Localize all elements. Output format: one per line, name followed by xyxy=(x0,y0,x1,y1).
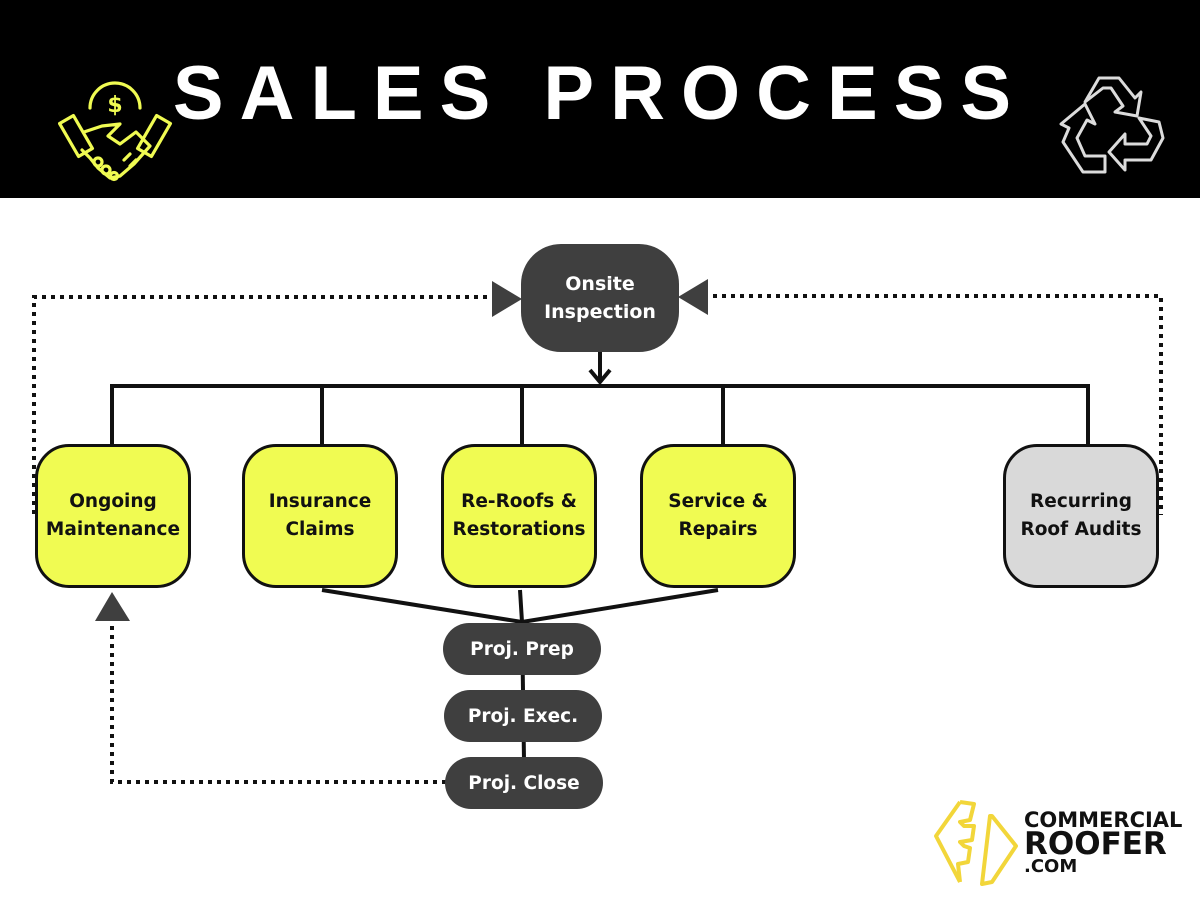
node-label-line2: Inspection xyxy=(544,301,656,323)
node-label-line2: Maintenance xyxy=(45,519,181,540)
node-label-line2: Claims xyxy=(285,519,355,540)
recycle-icon xyxy=(1059,76,1165,174)
node-label-line1: Recurring xyxy=(1030,491,1132,512)
page-title: SALES PROCESS xyxy=(172,51,1028,136)
node-label-line2: Repairs xyxy=(678,519,758,540)
node-onsite-inspection: Onsite Inspection xyxy=(521,244,679,352)
logo-text-roofer: ROOFER xyxy=(1024,826,1167,862)
merge-service xyxy=(521,588,719,624)
node-service-repairs: Service & Repairs xyxy=(640,444,796,588)
svg-text:$: $ xyxy=(107,93,122,118)
merge-insurance xyxy=(321,588,523,624)
node-label-line2: Roof Audits xyxy=(1020,519,1142,540)
node-proj-prep: Proj. Prep xyxy=(443,623,601,675)
node-label-line1: Ongoing xyxy=(69,491,157,512)
onsite-down-arrowhead xyxy=(588,368,612,386)
merge-reroofs xyxy=(518,589,524,623)
node-proj-exec: Proj. Exec. xyxy=(444,690,602,742)
node-recurring-roof-audits: Recurring Roof Audits xyxy=(1003,444,1159,588)
category-bus xyxy=(110,384,1090,445)
node-label-line1: Service & xyxy=(668,491,768,512)
arrow-into-onsite-right xyxy=(678,279,708,315)
node-ongoing-maintenance: Ongoing Maintenance xyxy=(35,444,191,588)
dotted-loop-right xyxy=(704,294,1163,515)
roof-logo-icon xyxy=(934,800,1018,886)
node-proj-close: Proj. Close xyxy=(445,757,603,809)
node-label-line1: Insurance xyxy=(268,491,372,512)
arrow-into-onsite-left xyxy=(492,281,522,317)
node-label-line1: Onsite xyxy=(565,273,635,295)
header-banner: SALES PROCESS $ xyxy=(0,0,1200,198)
handshake-dollar-icon: $ xyxy=(58,81,173,182)
dotted-loop-bottom xyxy=(110,620,446,784)
node-label-line1: Re-Roofs & xyxy=(461,491,577,512)
node-reroofs-restorations: Re-Roofs & Restorations xyxy=(441,444,597,588)
node-label-line2: Restorations xyxy=(452,519,586,540)
dotted-loop-left xyxy=(32,295,496,515)
arrow-into-maintenance xyxy=(95,592,130,621)
logo-text-commercial: COMMERCIAL xyxy=(1024,808,1183,832)
node-insurance-claims: Insurance Claims xyxy=(242,444,398,588)
logo-text-com: .COM xyxy=(1024,856,1078,877)
